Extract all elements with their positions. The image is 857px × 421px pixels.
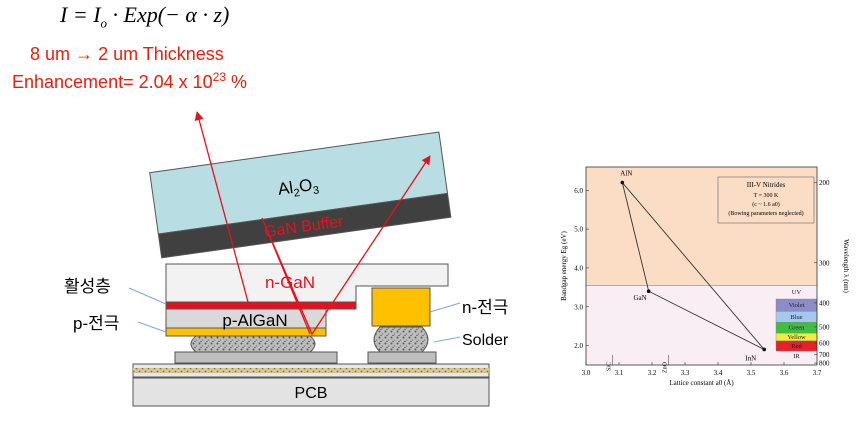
x-tick-label: 3.7 [813, 369, 822, 377]
formula-intensity: I [60, 2, 68, 27]
chart-title-box [717, 176, 815, 224]
enhancement-note: Enhancement= 2.04 x 1023 % [12, 70, 247, 93]
y-tick-label: 4.0 [574, 264, 583, 272]
spectrum-label: Red [791, 343, 802, 350]
substrate-label: SiC [606, 362, 612, 371]
alloy-triangle [621, 182, 765, 350]
attenuation-formula: I = Io · Exp(− α · z) [60, 2, 229, 31]
light-ray-reflect [261, 155, 431, 336]
y2-axis-label: Wavelength λ (nm) [842, 239, 850, 293]
pcb-copper-layer [133, 368, 489, 373]
solder-bump-p [190, 335, 316, 353]
leader-active [128, 287, 167, 305]
y-tick-label: 5.0 [574, 226, 583, 234]
data-point [762, 347, 766, 352]
formula-args: (− α · z) [157, 2, 230, 27]
y2-tick-label: 300 [819, 259, 830, 267]
light-ray-escape [194, 111, 249, 303]
solder-bump-n [373, 326, 429, 353]
y2-tick-label: 500 [819, 323, 830, 331]
substrate-label: ZnO [663, 361, 669, 373]
x-axis-label: Lattice constant a0 (Å) [669, 379, 734, 387]
enhancement-suffix: % [226, 72, 248, 92]
spectrum-label: Violet [789, 302, 805, 309]
right-arrow-icon: → [75, 44, 94, 64]
active-layer-label: 활성층 [64, 277, 111, 296]
thickness-from: 8 um [30, 44, 71, 64]
formula-exp: Exp [123, 2, 158, 27]
y2-tick-label: 800 [819, 360, 830, 368]
data-point-label: AlN [620, 170, 632, 178]
solder-label: Solder [462, 332, 509, 349]
spectrum-label: Green [789, 325, 806, 332]
y2-tick-label: 600 [819, 340, 830, 348]
y2-tick-label: 200 [819, 179, 830, 187]
y2-tick-label: 400 [819, 299, 830, 307]
data-point [646, 289, 651, 294]
sapphire-label: Al2O3 [277, 174, 320, 201]
spectrum-label: Yellow [787, 334, 806, 341]
x-tick-label: 3.6 [780, 369, 789, 377]
formula-i0: I [93, 2, 101, 27]
y-tick-label: 6.0 [574, 187, 583, 195]
x-tick-label: 3.4 [714, 369, 723, 377]
chart-subtitle: (c ~ 1.6 a0) [752, 201, 780, 208]
p-electrode-label: p-전극 [73, 314, 119, 333]
spectrum-label: Blue [790, 314, 802, 321]
y-axis-label: Bandgap energy Eg (eV) [560, 231, 568, 301]
x-tick-label: 3.0 [582, 369, 591, 377]
leader-p-electrode [137, 321, 167, 333]
x-tick-label: 3.1 [615, 369, 624, 377]
enhancement-prefix: Enhancement= 2.04 x 10 [12, 72, 213, 92]
data-point-label: InN [745, 354, 756, 362]
leader-n-electrode [429, 302, 461, 313]
formula-i0-sub: o [100, 15, 108, 31]
uv-region [586, 167, 817, 286]
chart-title: III-V Nitrides [747, 181, 786, 189]
x-tick-label: 3.3 [681, 369, 690, 377]
formula-dot: · [107, 2, 124, 27]
formula-equals: = [67, 2, 94, 27]
x-tick-label: 3.2 [648, 369, 657, 377]
leader-solder [433, 336, 461, 343]
enhancement-exponent: 23 [212, 70, 227, 84]
p-algan-label: p-AlGaN [222, 311, 287, 330]
y2-tick-label: 700 [819, 351, 830, 359]
n-electrode-label: n-전극 [462, 298, 508, 317]
plot-frame [585, 166, 818, 366]
thickness-note: 8 um → 2 um Thickness [30, 44, 224, 65]
thickness-to: 2 um Thickness [98, 44, 224, 64]
n-electrode [371, 287, 431, 327]
pcb-base [132, 377, 490, 407]
x-tick-label: 3.5 [747, 369, 756, 377]
spectrum-label: UV [792, 289, 802, 296]
n-gan-layer [165, 263, 449, 303]
pcb-label: PCB [295, 385, 328, 402]
chart-subtitle: (Bowing parameters neglected) [728, 210, 803, 217]
data-point [620, 180, 625, 185]
y-tick-label: 2.0 [574, 342, 583, 350]
y-tick-label: 3.0 [574, 303, 583, 311]
data-point-label: GaN [633, 294, 646, 302]
spectrum-label: IR [793, 353, 800, 360]
chart-subtitle: T = 300 K [754, 193, 779, 199]
